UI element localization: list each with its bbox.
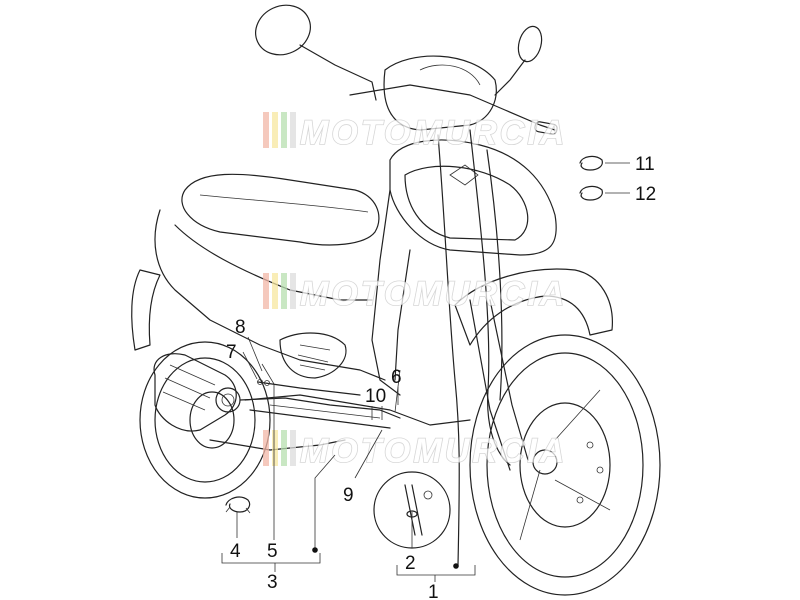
floorboard [244,394,471,429]
seat [181,173,380,246]
callout-5: 5 [267,541,278,562]
callout-1: 1 [428,582,439,600]
callout-12: 12 [635,184,656,205]
clip-item-4 [225,496,251,514]
callout-9: 9 [343,485,354,506]
callout-11: 11 [635,154,655,175]
watermark-text-bottom: MOTOMURCIA [300,432,567,470]
watermark-logo-top: MOTOMURCIA [263,112,567,153]
front-shield [371,139,557,396]
left-mirror [255,4,377,101]
rear-wheel [139,341,271,499]
clip-item-11 [579,155,603,171]
callout-labels: 1 2 3 4 5 6 7 8 9 10 11 12 [226,154,656,600]
rear-body [131,209,386,381]
clip-item-12 [579,185,603,201]
rear-cable [257,379,361,396]
watermark: MOTOMURCIA MOTOMURCIA MOTOMURCIA [263,112,567,471]
callout-6: 6 [391,367,402,388]
callout-3: 3 [267,572,278,593]
leader-lines [221,162,630,582]
callout-2: 2 [405,553,416,574]
watermark-text-middle: MOTOMURCIA [300,275,567,313]
front-fender [454,268,613,346]
watermark-text-top: MOTOMURCIA [300,114,567,152]
engine-case [153,353,401,451]
callout-4: 4 [230,541,241,562]
watermark-logo-middle: MOTOMURCIA [263,273,567,314]
cables [394,129,511,566]
handlebar [349,55,558,135]
front-wheel [469,334,661,596]
callout-7: 7 [226,342,237,363]
watermark-logo-bottom: MOTOMURCIA [263,430,567,471]
callout-10: 10 [365,386,386,407]
right-mirror [494,25,543,96]
scooter-illustration [131,4,661,596]
callout-8: 8 [235,317,246,338]
